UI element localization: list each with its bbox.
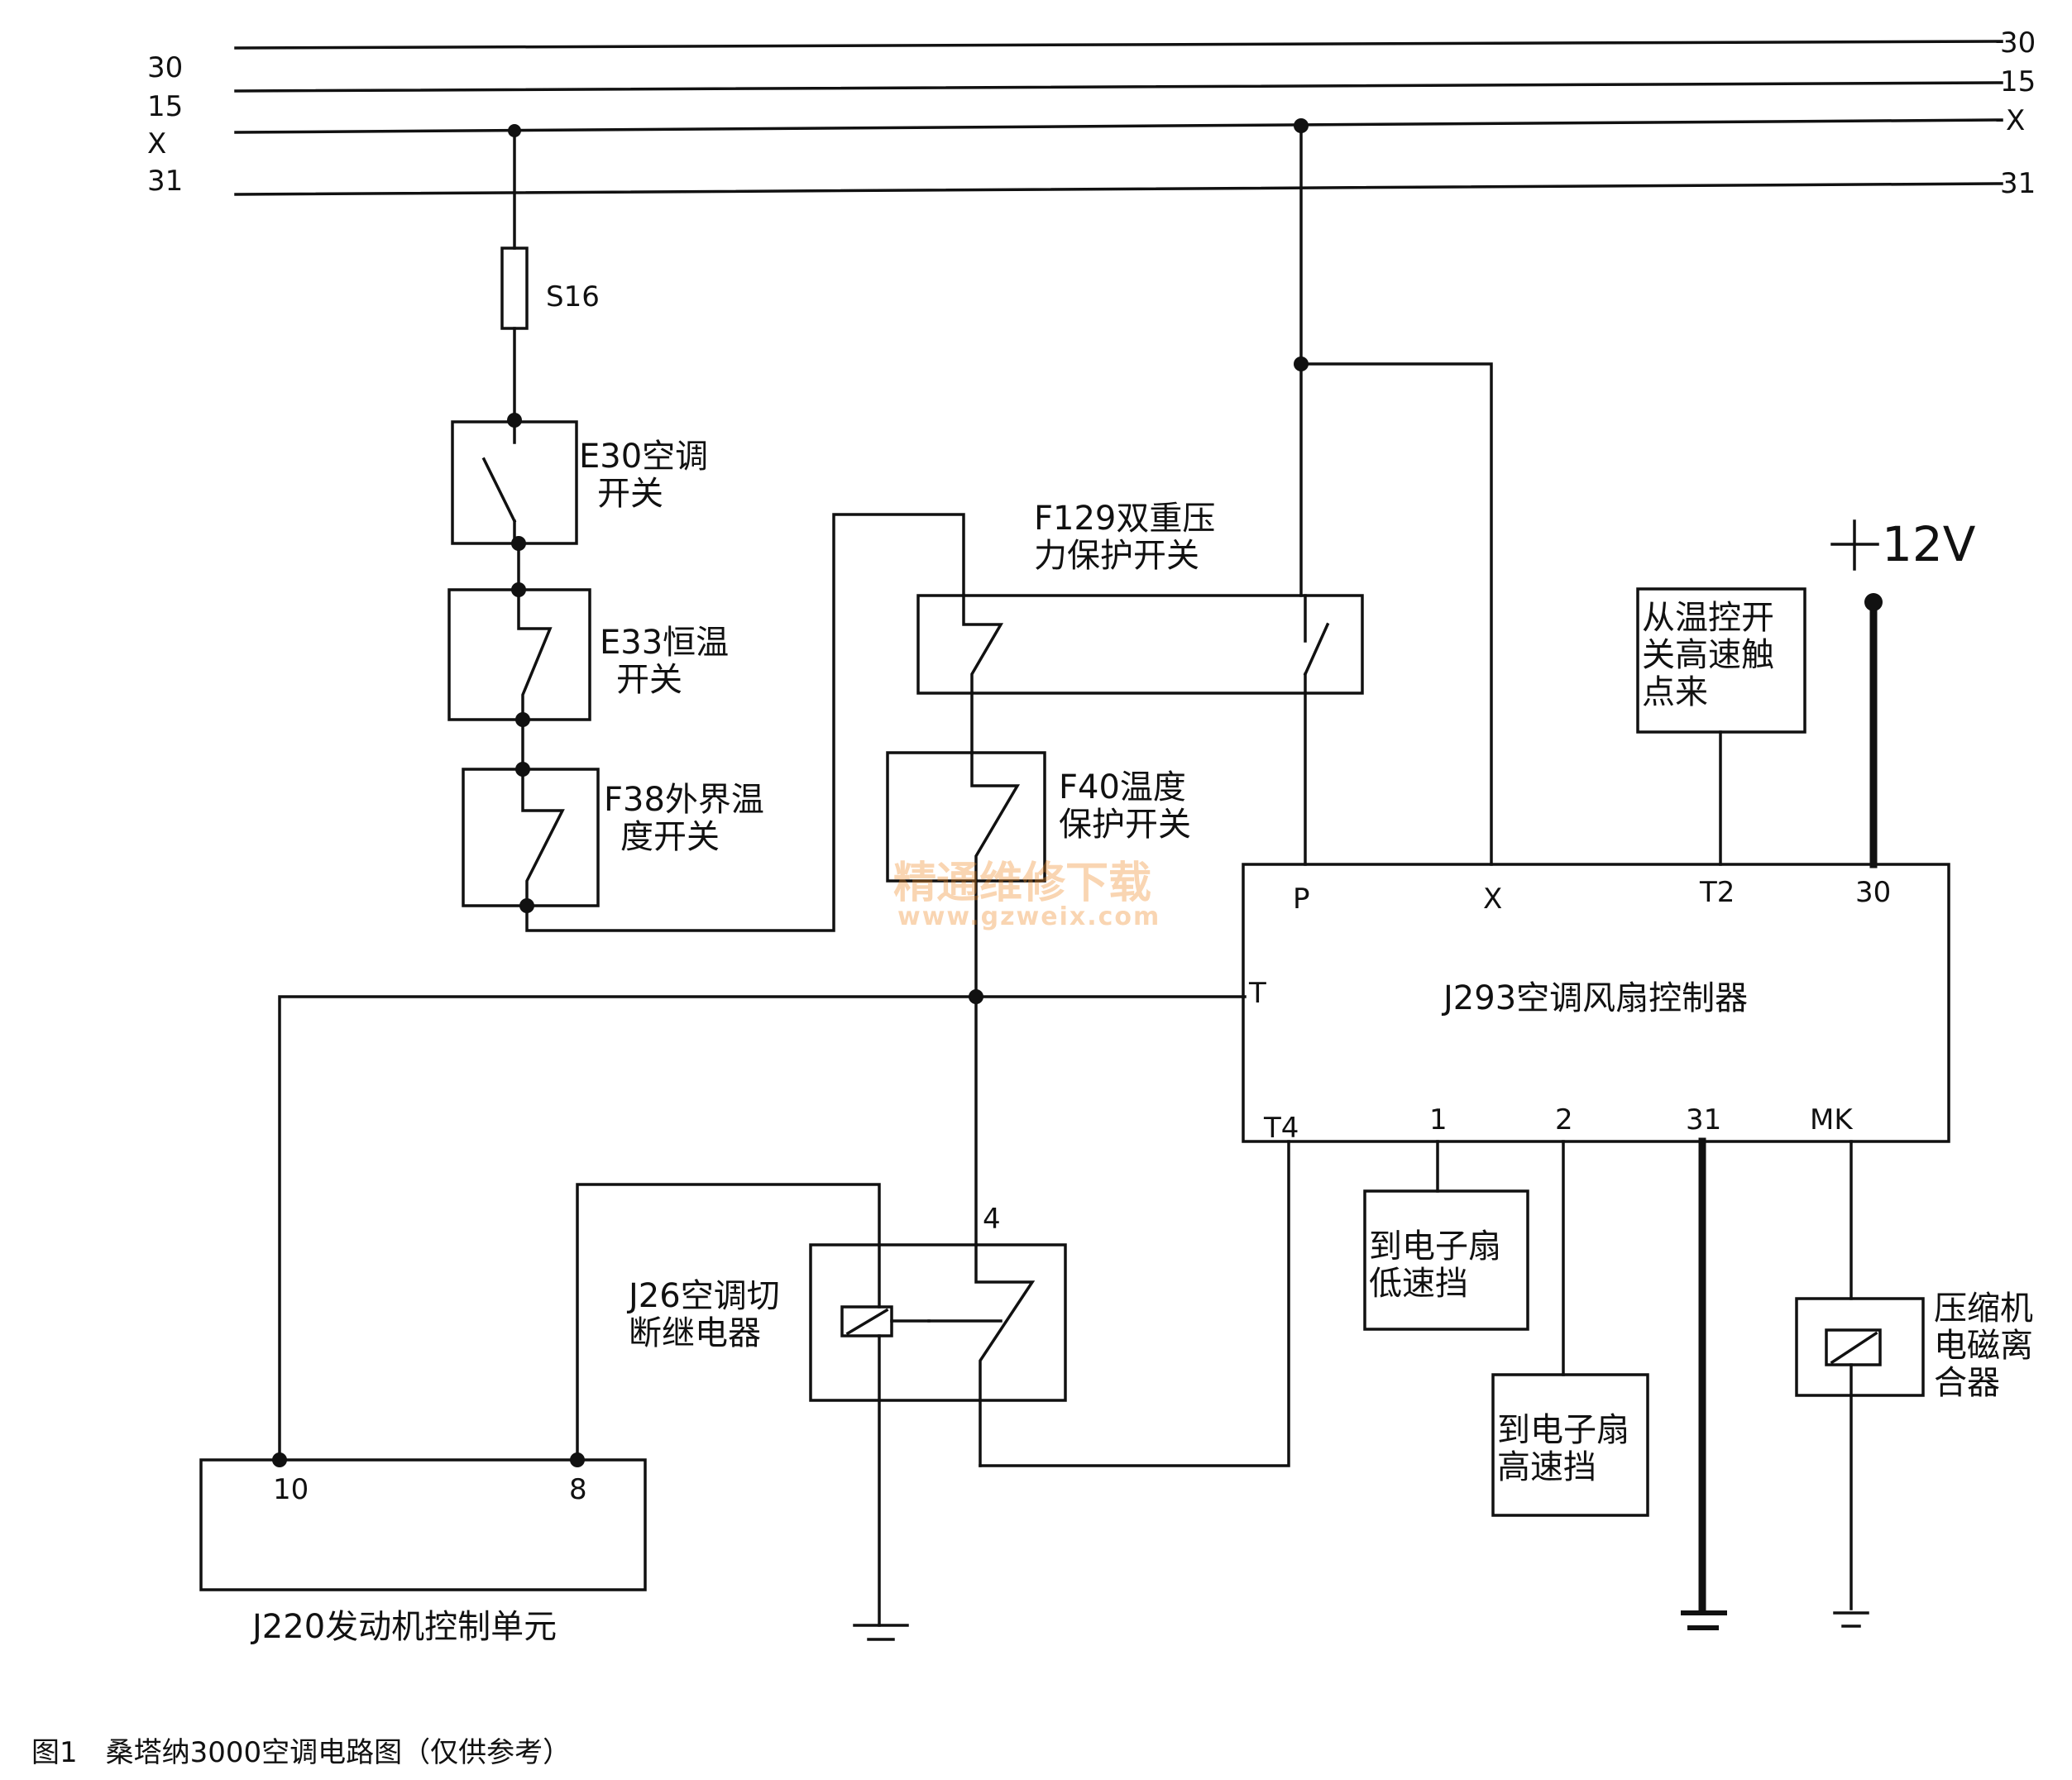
f129-label-line2: 力保护开关 — [1034, 537, 1199, 575]
f129-contact-left — [962, 594, 1004, 695]
f40-label-line2: 保护开关 — [1059, 806, 1191, 844]
junction-dot — [515, 712, 530, 727]
junction-dot — [1294, 118, 1309, 133]
e30-contact — [481, 457, 517, 524]
j26-pin-4: 4 — [983, 1203, 1001, 1236]
bus-line-x — [234, 118, 2003, 134]
junction-dot — [508, 124, 521, 137]
f129-contact-right — [1303, 622, 1330, 677]
f40-box — [886, 751, 1046, 883]
bus-label-right-31: 31 — [2000, 167, 2036, 200]
junction-dot — [511, 582, 526, 597]
bus-line-31 — [234, 182, 2003, 196]
compressor-clutch-box — [1795, 1297, 1925, 1397]
junction-dot — [507, 413, 522, 428]
bus-line-30 — [234, 40, 2003, 50]
wire — [576, 1183, 881, 1462]
fan-high-label-line1: 到电子扇 — [1497, 1411, 1629, 1449]
j220-pin-8: 8 — [569, 1473, 587, 1506]
compressor-label-line3: 合器 — [1934, 1364, 2000, 1402]
f40-contact — [970, 751, 1021, 883]
f129-label-line1: F129双重压 — [1034, 500, 1215, 538]
e30-label-line1: E30空调 — [579, 438, 708, 476]
junction-dot — [272, 1452, 287, 1467]
j220-label: J220发动机控制单元 — [250, 1608, 557, 1646]
j220-pin-10: 10 — [273, 1473, 309, 1506]
temp-switch-label-line2: 关高速触 — [1642, 636, 1774, 674]
s16-fuse — [500, 246, 529, 330]
supply-terminal — [1864, 593, 1883, 611]
f38-box — [462, 768, 600, 907]
wire — [525, 513, 965, 932]
wire — [1299, 362, 1493, 866]
j293-pin-31: 31 — [1686, 1103, 1721, 1136]
wire — [278, 995, 1247, 1462]
f129-box — [916, 594, 1364, 695]
j26-label-line2: 断继电器 — [629, 1314, 761, 1352]
junction-dot — [515, 762, 530, 777]
temp-switch-label-line3: 点来 — [1642, 673, 1708, 711]
j293-label: J293空调风扇控制器 — [1441, 979, 1748, 1017]
bus-line-15 — [234, 81, 2003, 93]
e30-label-line2: 开关 — [597, 475, 663, 513]
figure-caption: 图1 桑塔纳3000空调电路图（仅供参考） — [31, 1736, 571, 1769]
f38-label-line2: 度开关 — [620, 818, 720, 856]
j293-pin-30: 30 — [1855, 876, 1891, 909]
j293-pin-mk: MK — [1810, 1103, 1854, 1136]
e33-contact — [517, 588, 553, 721]
bus-label-left-x: X — [147, 127, 166, 160]
bus-label-left-31: 31 — [147, 165, 183, 198]
j220-box — [199, 1458, 647, 1591]
fan-low-label-line1: 到电子扇 — [1369, 1227, 1501, 1266]
watermark-url: www.gzweix.com — [897, 902, 1160, 931]
j293-pin-t2: T2 — [1699, 876, 1735, 909]
junction-dot — [1294, 356, 1309, 371]
j293-pin-t: T — [1248, 977, 1266, 1010]
supply-voltage-label: 12V — [1882, 516, 1976, 572]
junction-dot — [570, 1452, 585, 1467]
j293-pin-t4: T4 — [1263, 1112, 1299, 1145]
s16-label: S16 — [546, 280, 600, 313]
j293-pin-2: 2 — [1555, 1103, 1573, 1136]
junction-dot — [969, 989, 983, 1004]
watermark-text: 精通维修下载 — [893, 859, 1151, 908]
e33-label-line2: 开关 — [616, 661, 682, 699]
junction-dot — [519, 898, 534, 913]
temp-switch-label-line1: 从温控开 — [1642, 599, 1774, 637]
bus-label-left-15: 15 — [147, 90, 183, 123]
bus-label-right-15: 15 — [2000, 65, 2036, 98]
compressor-label-line1: 压缩机 — [1934, 1290, 2033, 1328]
j26-coil-slash — [845, 1308, 889, 1336]
j293-pin-1: 1 — [1429, 1103, 1448, 1136]
bus-label-right-x: X — [2006, 104, 2025, 137]
j293-pin-x: X — [1483, 883, 1502, 916]
fan-low-label-line2: 低速挡 — [1369, 1265, 1468, 1303]
j26-label-line1: J26空调切 — [626, 1277, 780, 1315]
fan-high-label-line2: 高速挡 — [1497, 1448, 1596, 1486]
j293-pin-p: P — [1293, 883, 1310, 916]
e33-label-line1: E33恒温 — [600, 624, 729, 662]
bus-label-right-30: 30 — [2000, 26, 2036, 60]
compressor-label-line2: 电磁离 — [1934, 1327, 2033, 1365]
j26-contact — [974, 1243, 1036, 1467]
fan-low-box — [1363, 1189, 1529, 1331]
compressor-coil-slash — [1830, 1331, 1878, 1365]
compressor-coil — [1825, 1328, 1882, 1366]
junction-dot — [511, 536, 526, 551]
wire — [979, 1140, 1290, 1467]
j26-box — [809, 1243, 1067, 1402]
fan-high-box — [1491, 1373, 1649, 1517]
f38-contact — [521, 768, 565, 907]
j293-box — [1242, 863, 1950, 1143]
f38-label-line1: F38外界温 — [604, 781, 764, 819]
f40-label-line1: F40温度 — [1059, 768, 1186, 806]
bus-label-left-30: 30 — [147, 51, 183, 84]
